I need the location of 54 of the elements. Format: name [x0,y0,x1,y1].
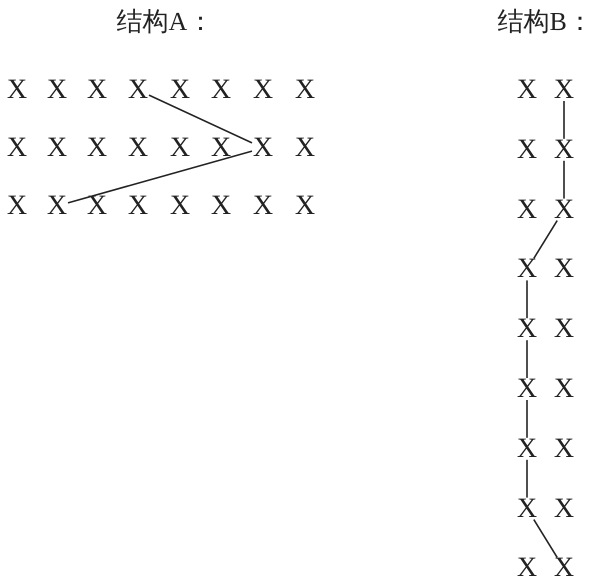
letter-mark: X [516,498,538,520]
letter-mark: X [553,198,575,221]
connector-line [148,94,252,144]
letter-mark: X [553,557,575,580]
letter-mark: X [516,138,538,161]
letter-mark: X [553,498,575,520]
letter-mark: X [516,378,538,400]
connector-line [526,460,528,498]
letter-mark: X [46,137,68,159]
connector-line [533,519,558,558]
letter-mark: X [6,195,28,217]
connector-line [526,400,528,438]
letter-mark: X [86,79,108,101]
letter-mark: X [516,557,538,580]
connector-line [533,220,558,259]
letter-mark: X [252,137,274,159]
letter-mark: X [210,79,232,101]
letter-mark: X [252,195,274,217]
letter-mark: X [553,438,575,460]
letter-mark: X [516,438,538,460]
letter-mark: X [553,378,575,400]
letter-mark: X [86,195,108,217]
letter-mark: X [169,79,191,101]
letter-mark: X [516,198,538,221]
letter-mark: X [86,137,108,159]
letter-mark: X [553,79,575,101]
structure-title: 结构A： [116,7,214,37]
letter-mark: X [127,137,149,159]
connector-line [68,150,252,204]
letter-mark: X [169,195,191,217]
letter-mark: X [553,258,575,280]
letter-mark: X [553,138,575,161]
letter-mark: X [127,195,149,217]
letter-mark: X [127,79,149,101]
connector-line [563,160,565,199]
letter-mark: X [210,195,232,217]
connector-line [526,340,528,378]
letter-mark: X [46,79,68,101]
letter-mark: X [294,79,316,101]
connector-line [563,101,565,139]
connector-line [526,280,528,318]
letter-mark: X [6,137,28,159]
letter-mark: X [169,137,191,159]
letter-mark: X [294,195,316,217]
letter-mark: X [553,318,575,340]
letter-mark: X [46,195,68,217]
letter-mark: X [294,137,316,159]
letter-mark: X [516,318,538,340]
letter-mark: X [516,79,538,101]
structure-title: 结构B： [498,7,593,37]
letter-mark: X [516,258,538,280]
letter-mark: X [252,79,274,101]
letter-mark: X [210,137,232,159]
letter-mark: X [6,79,28,101]
